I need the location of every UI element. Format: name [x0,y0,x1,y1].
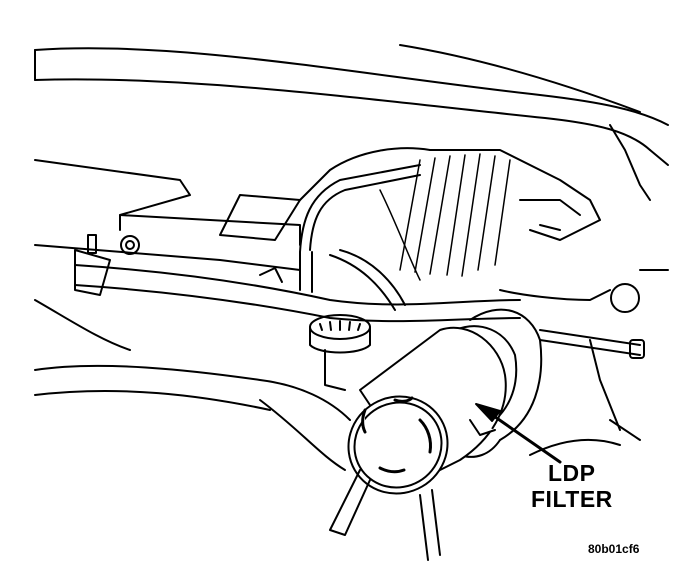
callout-arrow [475,403,562,464]
right-hardware [499,269,669,441]
body-structure [34,147,601,271]
figure-id: 80b01cf6 [588,542,640,556]
upper-panel [34,44,669,201]
filter-bracket [329,469,441,561]
ribbed-panel [379,153,511,281]
vacuum-hoses [74,164,645,359]
lower-contours [34,299,621,471]
ldp-filter-label-line2: FILTER [531,486,613,512]
ldp-filter-label-line1: LDP [548,460,596,486]
ldp-filter-body [347,326,507,495]
ldp-pump [309,314,371,391]
left-bracket [74,234,283,296]
